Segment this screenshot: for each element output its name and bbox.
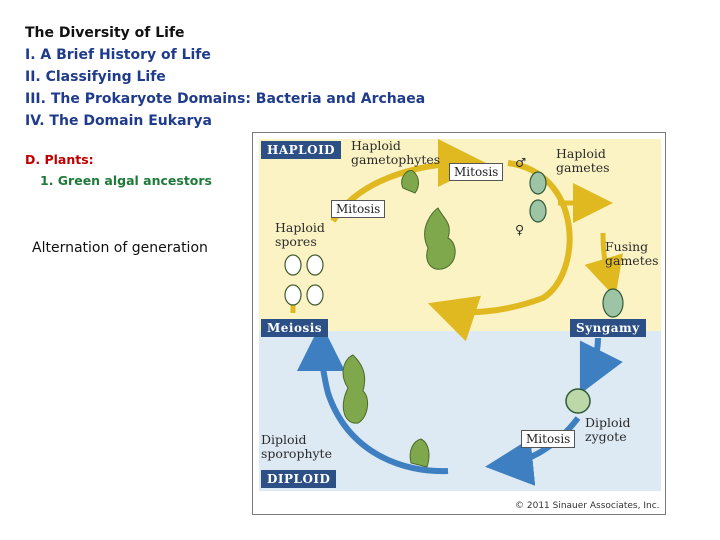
outline-item-2: II. Classifying Life: [25, 69, 166, 85]
arrow-gametes-fuse: [584, 232, 623, 298]
female-gamete: [529, 199, 547, 223]
meiosis-bar: Meiosis: [261, 319, 329, 337]
outline-item-3: III. The Prokaryote Domains: Bacteria an…: [25, 91, 426, 107]
zygote-cell: [565, 388, 591, 414]
male-gamete: [529, 171, 547, 195]
haploid-bar: HAPLOID: [261, 141, 342, 159]
diploid-bar: DIPLOID: [261, 470, 337, 488]
outline-list: The Diversity of Life I. A Brief History…: [25, 22, 425, 132]
diploid-sporophyte-label: Diploid sporophyte: [261, 432, 332, 461]
haploid-spore-cluster: [284, 254, 324, 306]
arrow-sporophyte-meiosis: [297, 323, 449, 475]
subitem-heading: 1. Green algal ancestors: [40, 173, 212, 188]
life-cycle-figure: HAPLOID Meiosis Syngamy DIPLOID Haploid …: [252, 132, 666, 515]
copyright-text: © 2011 Sinauer Associates, Inc.: [515, 501, 660, 511]
female-symbol: ♀: [515, 222, 525, 237]
outline-item-4: IV. The Domain Eukarya: [25, 113, 212, 129]
mitosis-left-box: Mitosis: [331, 200, 386, 218]
diploid-zygote-label: Diploid zygote: [585, 415, 631, 444]
fusing-gametes-label: Fusing gametes: [605, 239, 659, 268]
gametophyte-plant-center: [424, 207, 456, 270]
haploid-gametes-label: Haploid gametes: [556, 146, 610, 175]
outline-title: The Diversity of Life: [25, 25, 185, 41]
syngamy-bar: Syngamy: [570, 319, 646, 337]
haploid-gametophytes-label: Haploid gametophytes: [351, 138, 441, 167]
arrow-syngamy-zygote: [579, 337, 623, 395]
arrow-mitosis-cycle: [427, 160, 573, 342]
mitosis-bottom-box: Mitosis: [521, 430, 576, 448]
haploid-spores-label: Haploid spores: [275, 220, 325, 249]
fusing-gametes-cell: [602, 288, 624, 318]
gametophyte-plant-top: [401, 169, 419, 194]
sporophyte-plant-small: [409, 438, 430, 468]
male-symbol: ♂: [515, 155, 527, 170]
alternation-note: Alternation of generation: [32, 240, 208, 256]
arrow-zygote-mitosis: [485, 416, 581, 486]
subsection-heading: D. Plants:: [25, 152, 94, 167]
sporophyte-plant-large: [342, 354, 369, 424]
outline-item-1: I. A Brief History of Life: [25, 47, 211, 63]
mitosis-top-box: Mitosis: [449, 163, 504, 181]
